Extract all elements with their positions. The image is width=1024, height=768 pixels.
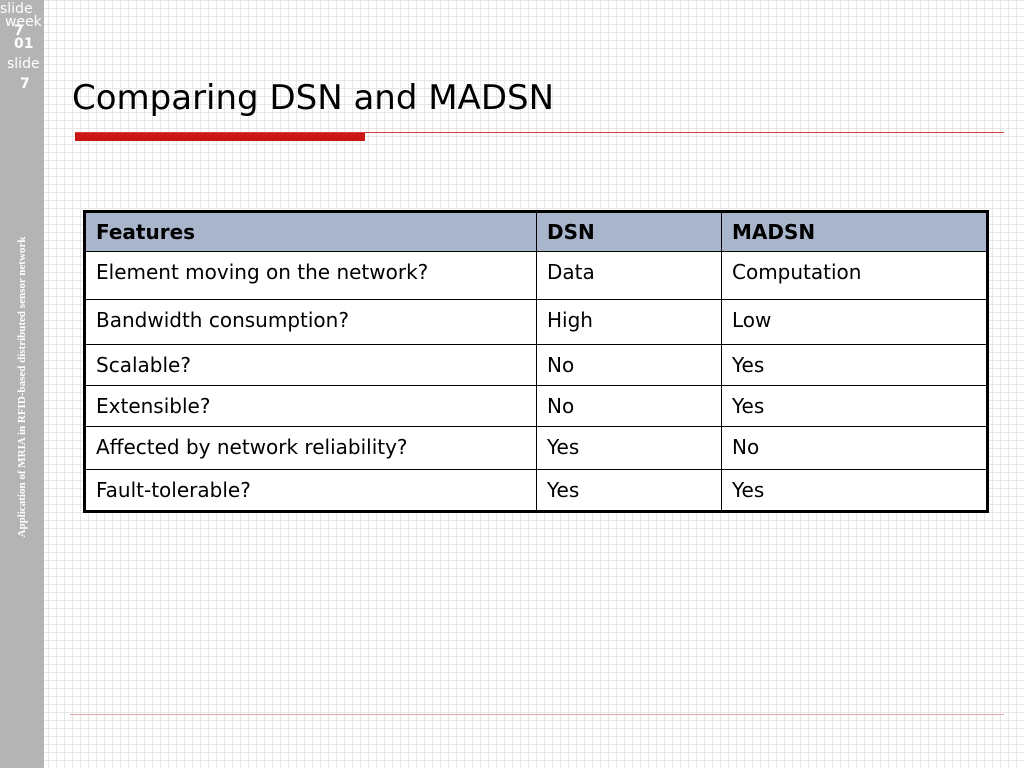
table-row: Bandwidth consumption? High Low xyxy=(84,299,988,345)
dsn-cell: High xyxy=(536,299,722,345)
header-madsn: MADSN xyxy=(721,211,988,252)
header-dsn: DSN xyxy=(536,211,722,252)
madsn-cell: Computation xyxy=(721,251,988,300)
dsn-cell: Data xyxy=(536,251,722,300)
dsn-cell: No xyxy=(536,385,722,427)
slide-label-secondary: slide xyxy=(7,56,40,72)
table-row: Extensible? No Yes xyxy=(84,385,988,427)
title-underline xyxy=(75,132,1004,133)
madsn-cell: No xyxy=(721,426,988,470)
dsn-cell: No xyxy=(536,344,722,386)
slide-number: 7 xyxy=(14,23,24,39)
slide-number-secondary: 7 xyxy=(20,76,30,92)
feature-cell: Affected by network reliability? xyxy=(84,426,537,470)
slide-title: Comparing DSN and MADSN xyxy=(72,78,555,118)
table-header-row: Features DSN MADSN xyxy=(84,211,988,252)
header-features: Features xyxy=(84,211,537,252)
feature-cell: Element moving on the network? xyxy=(84,251,537,300)
footer-divider xyxy=(70,714,1004,715)
comparison-table: Features DSN MADSN Element moving on the… xyxy=(83,210,989,513)
madsn-cell: Yes xyxy=(721,469,988,512)
slide-label: slide xyxy=(0,1,33,17)
feature-cell: Scalable? xyxy=(84,344,537,386)
dsn-cell: Yes xyxy=(536,469,722,512)
week-number: 01 xyxy=(14,36,34,52)
table-row: Element moving on the network? Data Comp… xyxy=(84,251,988,300)
feature-cell: Extensible? xyxy=(84,385,537,427)
madsn-cell: Yes xyxy=(721,344,988,386)
feature-cell: Fault-tolerable? xyxy=(84,469,537,512)
feature-cell: Bandwidth consumption? xyxy=(84,299,537,345)
sidebar: slide week 7 01 slide 7 Application of M… xyxy=(0,0,44,768)
dsn-cell: Yes xyxy=(536,426,722,470)
week-label: week xyxy=(5,14,42,30)
title-accent-bar xyxy=(75,133,365,141)
presentation-subtitle: Application of MRIA in RFID-based distri… xyxy=(16,236,28,538)
madsn-cell: Low xyxy=(721,299,988,345)
table-row: Affected by network reliability? Yes No xyxy=(84,426,988,470)
table-row: Fault-tolerable? Yes Yes xyxy=(84,469,988,512)
table-row: Scalable? No Yes xyxy=(84,344,988,386)
madsn-cell: Yes xyxy=(721,385,988,427)
